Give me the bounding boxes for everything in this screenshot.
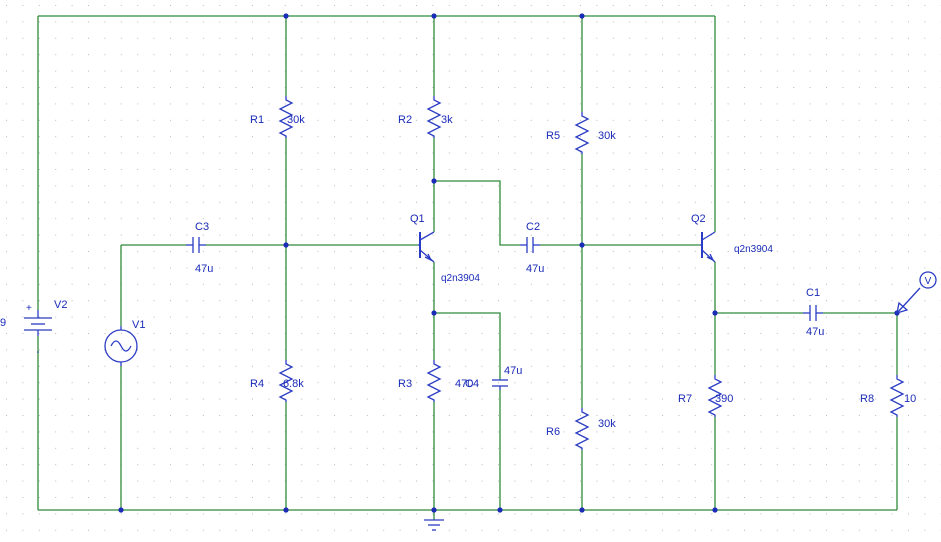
voltage-probe-symbol: V: [896, 271, 937, 314]
r6-ref-label: R6: [546, 426, 560, 438]
c2-value-label: 47u: [526, 263, 544, 275]
r5-ref-label: R5: [546, 130, 560, 142]
v2-ref-label: V2: [54, 299, 67, 311]
resistor-r7-symbol: [707, 375, 723, 417]
c1-value-label: 47u: [806, 326, 824, 338]
resistor-r8-symbol: [889, 375, 905, 417]
c2-ref-label: C2: [526, 221, 540, 233]
ground-icon: [424, 519, 444, 531]
probe-label: V: [925, 276, 932, 287]
wires: [37, 15, 898, 520]
q2-ref-label: Q2: [691, 213, 706, 225]
r2-value-label: 3k: [441, 114, 453, 126]
v1-ref-label: V1: [132, 319, 145, 331]
r6-value-label: 30k: [598, 418, 616, 430]
capacitor-c2-symbol: [520, 237, 540, 253]
v2-plus-label: +: [26, 303, 32, 314]
c4-ref-label: C4: [465, 378, 479, 390]
component-labels: 9 + V2 V1 C3 47u R1 30k R4 6.8k R2 3k Q1…: [0, 114, 916, 438]
r5-value-label: 30k: [598, 130, 616, 142]
r4-ref-label: R4: [250, 378, 264, 390]
capacitor-c1-symbol: [803, 305, 823, 321]
r8-ref-label: R8: [860, 393, 874, 405]
v2-value-label: 9: [0, 317, 6, 329]
battery-v2-symbol: [24, 310, 52, 353]
resistor-r5-symbol: [574, 112, 590, 154]
resistor-r6-symbol: [574, 408, 590, 450]
r3-ref-label: R3: [398, 378, 412, 390]
r3-value-label: 470: [455, 378, 473, 390]
r4-value-label: 6.8k: [283, 378, 304, 390]
c3-value-label: 47u: [195, 263, 213, 275]
ac-source-v1-symbol: [104, 326, 138, 366]
transistor-q2-symbol: [700, 231, 716, 263]
resistor-r3-symbol: [426, 360, 442, 402]
resistor-r2-symbol: [426, 96, 442, 138]
r1-value-label: 30k: [287, 114, 305, 126]
c1-ref-label: C1: [806, 287, 820, 299]
capacitor-c4-symbol: [492, 379, 508, 390]
resistor-r4-symbol: [278, 360, 294, 402]
c3-ref-label: C3: [195, 221, 209, 233]
r1-ref-label: R1: [250, 114, 264, 126]
r7-value-label: 390: [715, 393, 733, 405]
r7-ref-label: R7: [678, 393, 692, 405]
q1-model-label: q2n3904: [441, 273, 480, 284]
capacitor-c3-symbol: [186, 237, 206, 253]
q2-model-label: q2n3904: [734, 244, 773, 255]
junction-nodes: [118, 13, 900, 513]
resistor-r1-symbol: [278, 96, 294, 138]
q1-ref-label: Q1: [410, 213, 425, 225]
transistor-q1-symbol: [418, 231, 435, 263]
r2-ref-label: R2: [398, 114, 412, 126]
c4-value-label: 47u: [504, 365, 522, 377]
r8-value-label: 10: [904, 393, 916, 405]
